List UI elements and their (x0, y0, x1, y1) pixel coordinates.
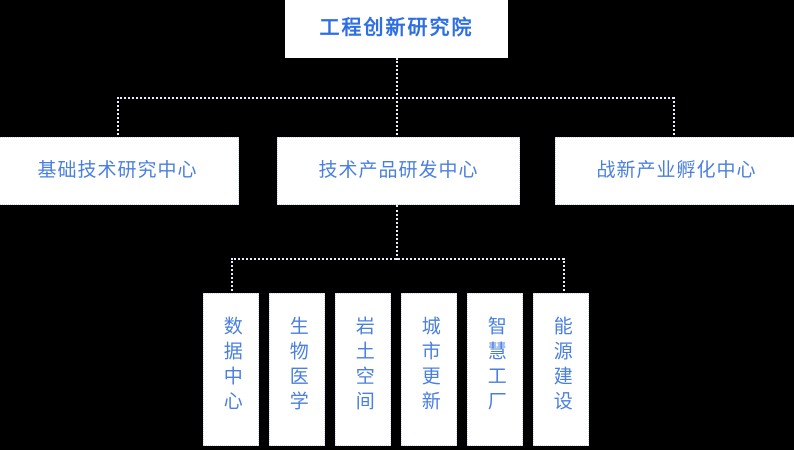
node-data-center[interactable]: 数据中心 (203, 293, 259, 446)
connector-level3-bus (231, 258, 564, 260)
node-label: 战新产业孵化中心 (596, 159, 757, 182)
node-label: 生物医学 (286, 316, 309, 416)
connector-level3-drop-left (231, 258, 233, 295)
connector-root-stem (396, 58, 398, 99)
connector-level3-drop-right (563, 258, 565, 295)
node-label: 技术产品研发中心 (318, 159, 479, 182)
node-label: 基础技术研究中心 (37, 159, 198, 182)
connector-level3-stem (396, 205, 398, 260)
node-label: 数据中心 (220, 316, 243, 416)
connector-level2-drop-middle (396, 97, 398, 139)
node-label: 岩土空间 (352, 316, 375, 416)
node-geotechnical-space[interactable]: 岩土空间 (335, 293, 391, 446)
node-biomedicine[interactable]: 生物医学 (269, 293, 325, 446)
node-root[interactable]: 工程创新研究院 (285, 0, 508, 58)
node-root-label: 工程创新研究院 (319, 14, 474, 39)
node-urban-renewal[interactable]: 城市更新 (401, 293, 457, 446)
node-label: 能源建设 (550, 316, 573, 416)
node-technology-product-rd-center[interactable]: 技术产品研发中心 (277, 137, 520, 205)
node-smart-factory[interactable]: 智慧工厂 (467, 293, 523, 446)
node-label: 智慧工厂 (484, 316, 507, 416)
node-label: 城市更新 (418, 316, 441, 416)
node-basic-technology-research-center[interactable]: 基础技术研究中心 (0, 137, 239, 205)
connector-level2-drop-left (117, 97, 119, 139)
connector-level2-drop-right (673, 97, 675, 139)
node-strategic-industry-incubation-center[interactable]: 战新产业孵化中心 (555, 137, 794, 205)
node-energy-construction[interactable]: 能源建设 (533, 293, 589, 446)
connector-level2-bus (117, 97, 674, 99)
